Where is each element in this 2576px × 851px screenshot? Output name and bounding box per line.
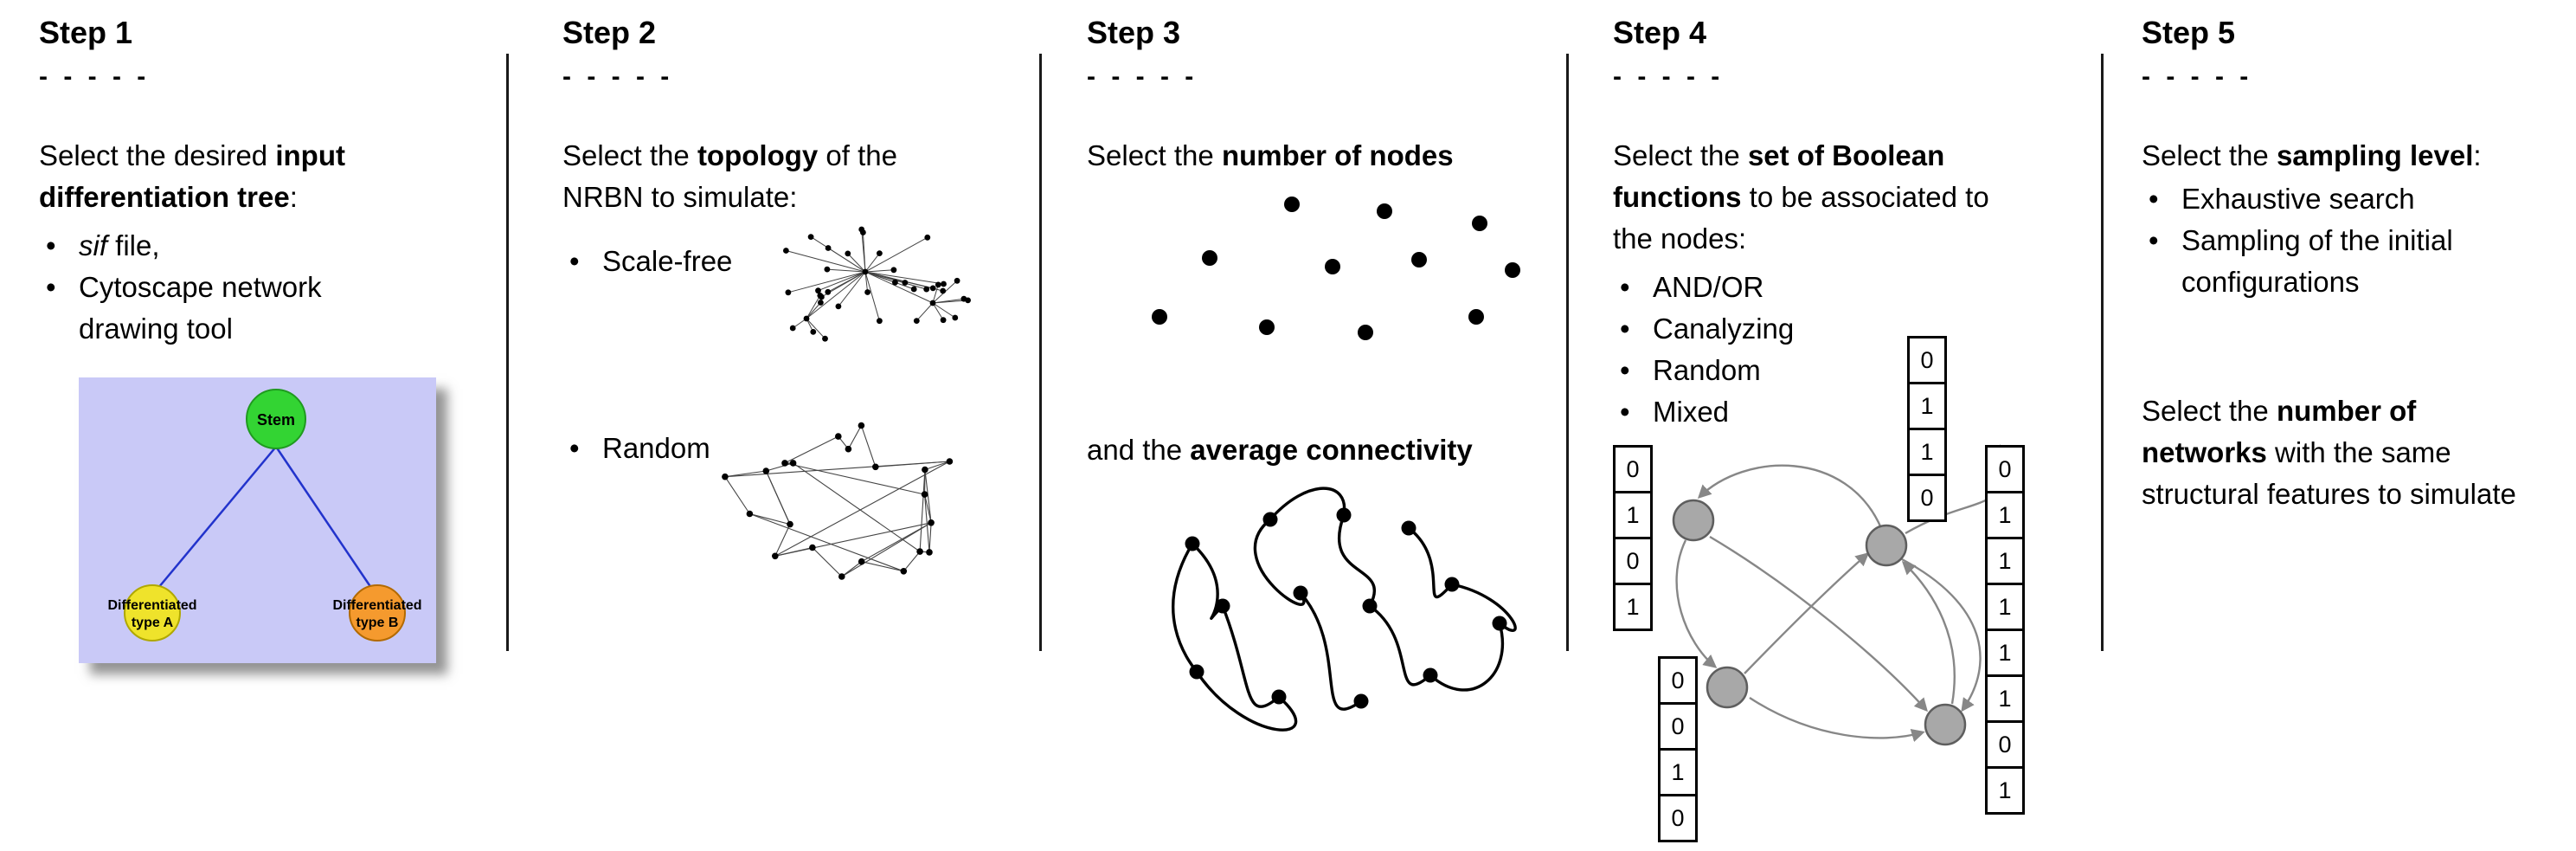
table-cell: 1 — [1985, 766, 2025, 815]
table-cell: 1 — [1985, 629, 2025, 677]
network-arrow — [1744, 552, 1870, 674]
table-cell: 1 — [1613, 583, 1653, 631]
tree-edge — [274, 446, 373, 589]
bullet-exhaustive-search: Exhaustive search — [2142, 178, 2514, 220]
step5-intro: Select the sampling level: — [2142, 139, 2482, 171]
step5-column: Step 5 - - - - - Select the sampling lev… — [2142, 16, 2566, 847]
network-arrow — [1749, 696, 1925, 743]
bullet-cytoscape: Cytoscape network drawing tool — [39, 267, 366, 350]
type-a-node — [124, 584, 181, 641]
boolean-function-option: AND/OR — [1613, 267, 2089, 308]
table-cell: 0 — [1985, 445, 2025, 493]
table-cell: 1 — [1985, 674, 2025, 723]
table-cell: 1 — [1658, 748, 1698, 796]
step1-intro: Select the desired input differentiation… — [39, 139, 345, 213]
step4-column: Step 4 - - - - - Select the set of Boole… — [1613, 16, 2089, 847]
column-divider — [1039, 54, 1042, 651]
step3-subtext: and the average connectivity — [1087, 434, 1473, 466]
boolean-node — [1672, 499, 1715, 542]
step5-dashes: - - - - - — [2142, 61, 2253, 91]
table-cell: 1 — [1907, 428, 1947, 476]
step5-title: Step 5 — [2142, 15, 2236, 50]
step5-paragraph2: Select the number of networks with the s… — [2142, 395, 2516, 510]
table-cell: 0 — [1613, 445, 1653, 493]
network-arrow — [1709, 535, 1928, 712]
scale-free-network-figure — [783, 226, 971, 342]
step2-title: Step 2 — [562, 15, 657, 50]
stem-node — [246, 389, 306, 449]
step4-bullets: AND/ORCanalyzingRandomMixed — [1613, 267, 2089, 433]
boolean-node — [1924, 703, 1967, 746]
table-cell: 1 — [1613, 491, 1653, 539]
step1-bullets: sif file, Cytoscape network drawing tool — [39, 225, 463, 350]
tree-edge — [157, 446, 277, 589]
network-arrow — [1901, 560, 1956, 705]
step2-column: Step 2 - - - - - Select the topology of … — [562, 16, 1021, 847]
random-network-figure — [722, 422, 954, 580]
table-cell: 0 — [1907, 336, 1947, 384]
boolean-function-option: Canalyzing — [1613, 308, 2089, 350]
bullet-random: Random — [562, 428, 1021, 469]
bullet-sif-file: sif file, — [39, 225, 366, 267]
network-arrow — [1901, 558, 1982, 712]
step1-column: Step 1 - - - - - Select the desired inpu… — [39, 16, 463, 847]
column-divider — [506, 54, 509, 651]
table-cell: 0 — [1658, 794, 1698, 842]
type-b-label-line1: Differentiated — [332, 598, 421, 613]
bullet-scale-free: Scale-free — [562, 241, 1021, 282]
step3-dashes: - - - - - — [1087, 61, 1198, 91]
differentiation-tree-figure: Stem Differentiated type A Differentiate… — [79, 377, 436, 663]
step4-dashes: - - - - - — [1613, 61, 1725, 91]
table-cell: 0 — [1658, 702, 1698, 751]
type-a-label-line2: type A — [132, 616, 174, 630]
table-cell: 1 — [1907, 382, 1947, 430]
boolean-function-option: Mixed — [1613, 391, 2089, 433]
table-cell: 0 — [1613, 537, 1653, 585]
step3-column: Step 3 - - - - - Select the number of no… — [1087, 16, 1550, 847]
step2-bullets: Scale-free Random — [562, 241, 1021, 469]
step4-title: Step 4 — [1613, 15, 1707, 50]
table-cell: 0 — [1985, 720, 2025, 769]
table-cell: 0 — [1658, 656, 1698, 705]
type-b-label-line2: type B — [357, 616, 399, 630]
step1-title: Step 1 — [39, 15, 133, 50]
column-divider — [2101, 54, 2104, 651]
table-cell: 1 — [1985, 583, 2025, 631]
boolean-function-option: Random — [1613, 350, 2089, 391]
step4-intro: Select the set of Boolean functions to b… — [1613, 139, 1989, 255]
type-b-node — [349, 584, 406, 641]
step2-intro: Select the topology of the NRBN to simul… — [562, 139, 897, 213]
step2-dashes: - - - - - — [562, 61, 674, 91]
network-arrow — [1675, 539, 1718, 668]
network-arrow — [1697, 464, 1883, 529]
bullet-sampling-initial: Sampling of the initial configurations — [2142, 220, 2514, 303]
column-divider — [1566, 54, 1569, 651]
step3-intro: Select the number of nodes — [1087, 139, 1454, 171]
table-cell: 0 — [1907, 474, 1947, 522]
boolean-network-figure — [1672, 444, 2009, 746]
table-cell: 1 — [1985, 491, 2025, 539]
nodes-dots-figure — [1152, 197, 1520, 340]
table-cell: 1 — [1985, 537, 2025, 585]
type-a-label-line1: Differentiated — [107, 598, 196, 613]
boolean-node — [1865, 524, 1908, 567]
step3-title: Step 3 — [1087, 15, 1181, 50]
connectivity-network-figure — [1172, 487, 1517, 732]
step1-dashes: - - - - - — [39, 61, 151, 91]
step5-bullets: Exhaustive search Sampling of the initia… — [2142, 178, 2566, 303]
stem-label: Stem — [257, 411, 295, 429]
boolean-node — [1706, 666, 1749, 709]
